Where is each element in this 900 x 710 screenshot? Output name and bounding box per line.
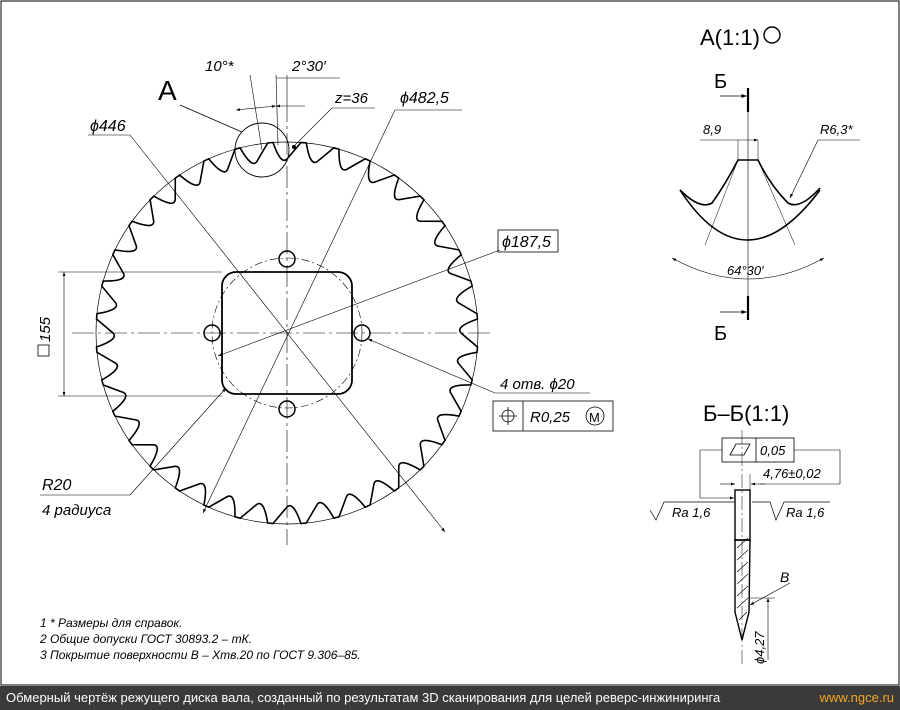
angle-line-1 [249,74,263,151]
detail-a-radius-leader [789,139,819,199]
teeth-count-label: z=36 [334,90,369,107]
dim-446-line [129,134,446,533]
dia-small-label: ϕ4,27 [752,631,767,664]
note-2: 2 Общие допуски ГОСТ 30893.2 – mК. [39,632,252,646]
detail-a-title: А(1:1) [700,25,760,50]
roughness-left-mark [649,501,734,521]
detail-a-tooth-profile [679,159,821,206]
section-blade [734,489,751,541]
serrated-edge [95,141,479,525]
z-leader [293,107,333,147]
view-label-a: А [158,75,177,106]
angle-ref-label: 10°* [205,58,235,75]
main-view [37,74,614,545]
roughness-right-mark [752,501,830,521]
hole-left [203,324,221,342]
holes-leader [367,338,496,394]
r20-leader-slope [129,387,227,496]
detail-a-width-label: 8,9 [703,122,721,137]
footer-url[interactable]: www.ngce.ru [819,690,894,705]
note-1: 1 * Размеры для справок. [40,616,182,630]
detail-a-marker-circle [234,122,290,178]
hole-bottom [278,400,296,418]
square-size-label: 155 [37,316,54,342]
holes [203,250,371,418]
detail-a-view [671,26,860,320]
footer-bar: Обмерный чертёж режущего диска вала, соз… [0,686,900,710]
technical-drawing: А 10°* 2°30′ z=36 ϕ482,5 ϕ446 ϕ187,5 155… [0,0,900,686]
hole-right [353,324,371,342]
footer-caption: Обмерный чертёж режущего диска вала, соз… [6,690,721,705]
square-cutout [221,271,353,395]
roughness-left-label: Ra 1,6 [672,505,711,520]
detail-a-rotation-symbol [763,26,781,44]
angle-line-2 [275,74,279,146]
detail-a-angle-label: 64°30′ [727,263,764,278]
detail-a-construct-1 [704,159,739,246]
dim-482-line [202,109,396,514]
outer-reference-circle [95,141,479,525]
dia-holes-circle-label: ϕ187,5 [502,234,551,251]
cut-letter-top: Б [714,71,727,93]
drawing-frame [0,0,900,686]
detail-a-construct-2 [757,159,796,246]
corner-note-label: 4 радиуса [42,502,111,519]
square-symbol [37,344,50,357]
surface-letter-label: В [780,569,789,585]
detail-a-leader [179,104,243,133]
section-bb-view [649,430,841,665]
flatness-icon [729,443,751,456]
section-blade-hatched [734,539,751,641]
dim-187-line [217,249,501,357]
position-tolerance-label: R0,25 [530,409,571,426]
dim-187-box [497,229,559,253]
corner-radius-label: R20 [42,477,71,494]
note-3: 3 Покрытие поверхности В – Хтв.20 по ГОС… [40,648,361,662]
z-leader-dot [292,145,296,149]
flatness-value: 0,05 [760,443,786,458]
angle-tooth-label: 2°30′ [291,58,327,75]
detail-a-angle-arc [671,257,825,280]
surface-b-leader [749,582,791,606]
detail-a-radius-label: R6,3* [820,122,853,137]
roughness-right-label: Ra 1,6 [786,505,825,520]
tolerance-modifier-label: M [589,410,600,425]
cut-letter-bottom: Б [714,323,727,345]
modifier-circle [585,406,605,426]
angle-dim-10 [235,104,277,112]
holes-pitch-circle [211,257,363,409]
position-tolerance-frame [492,400,614,432]
dia-outer-label: ϕ482,5 [400,90,449,107]
thickness-label: 4,76±0,02 [763,466,822,481]
holes-note-label: 4 отв. ϕ20 [500,376,575,393]
detail-a-outer-arc [679,189,821,241]
hole-top [278,250,296,268]
dia-root-label: ϕ446 [90,118,126,135]
section-bb-title: Б–Б(1:1) [703,401,789,426]
